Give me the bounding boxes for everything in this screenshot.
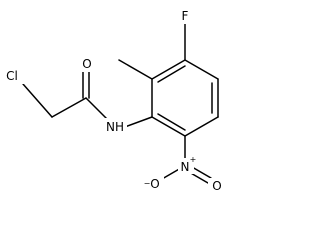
ring-double-c6-c1 — [157, 113, 186, 131]
nitro-nitrogen-label: N — [181, 160, 190, 174]
amide-nh-label: NH — [106, 120, 124, 134]
ring-bond-c6-c1 — [151, 116, 186, 137]
nitro-o-top-bond — [161, 167, 182, 180]
ring-double-c2-c3 — [157, 65, 186, 83]
nitro-oxygen-top-charge: − — [144, 179, 151, 188]
nitro-oxygen-top-label: O — [150, 177, 159, 191]
nitro-o-bottom-double-b — [191, 166, 212, 179]
fluorine-label: F — [182, 9, 189, 23]
ring-bond-c2-c3 — [151, 59, 186, 80]
carbonyl-ch2-bond — [51, 97, 87, 118]
ch2-cl-bond — [22, 83, 53, 118]
carbonyl-oxygen-label: O — [82, 57, 91, 71]
nitro-oxygen-bottom-label: O — [212, 179, 221, 193]
ring-bond-c3-c4 — [184, 59, 219, 80]
nitro-nitrogen-charge: + — [190, 155, 197, 164]
ring-bond-c5-c6 — [184, 116, 219, 137]
methyl-bond — [118, 59, 153, 80]
nh-carbonyl-bond — [85, 97, 109, 121]
molecule-drawing: F Cl O NH N + O − O — [6, 9, 222, 193]
chlorine-label: Cl — [6, 69, 18, 83]
structure-diagram: F Cl O NH N + O − O — [6, 9, 222, 193]
